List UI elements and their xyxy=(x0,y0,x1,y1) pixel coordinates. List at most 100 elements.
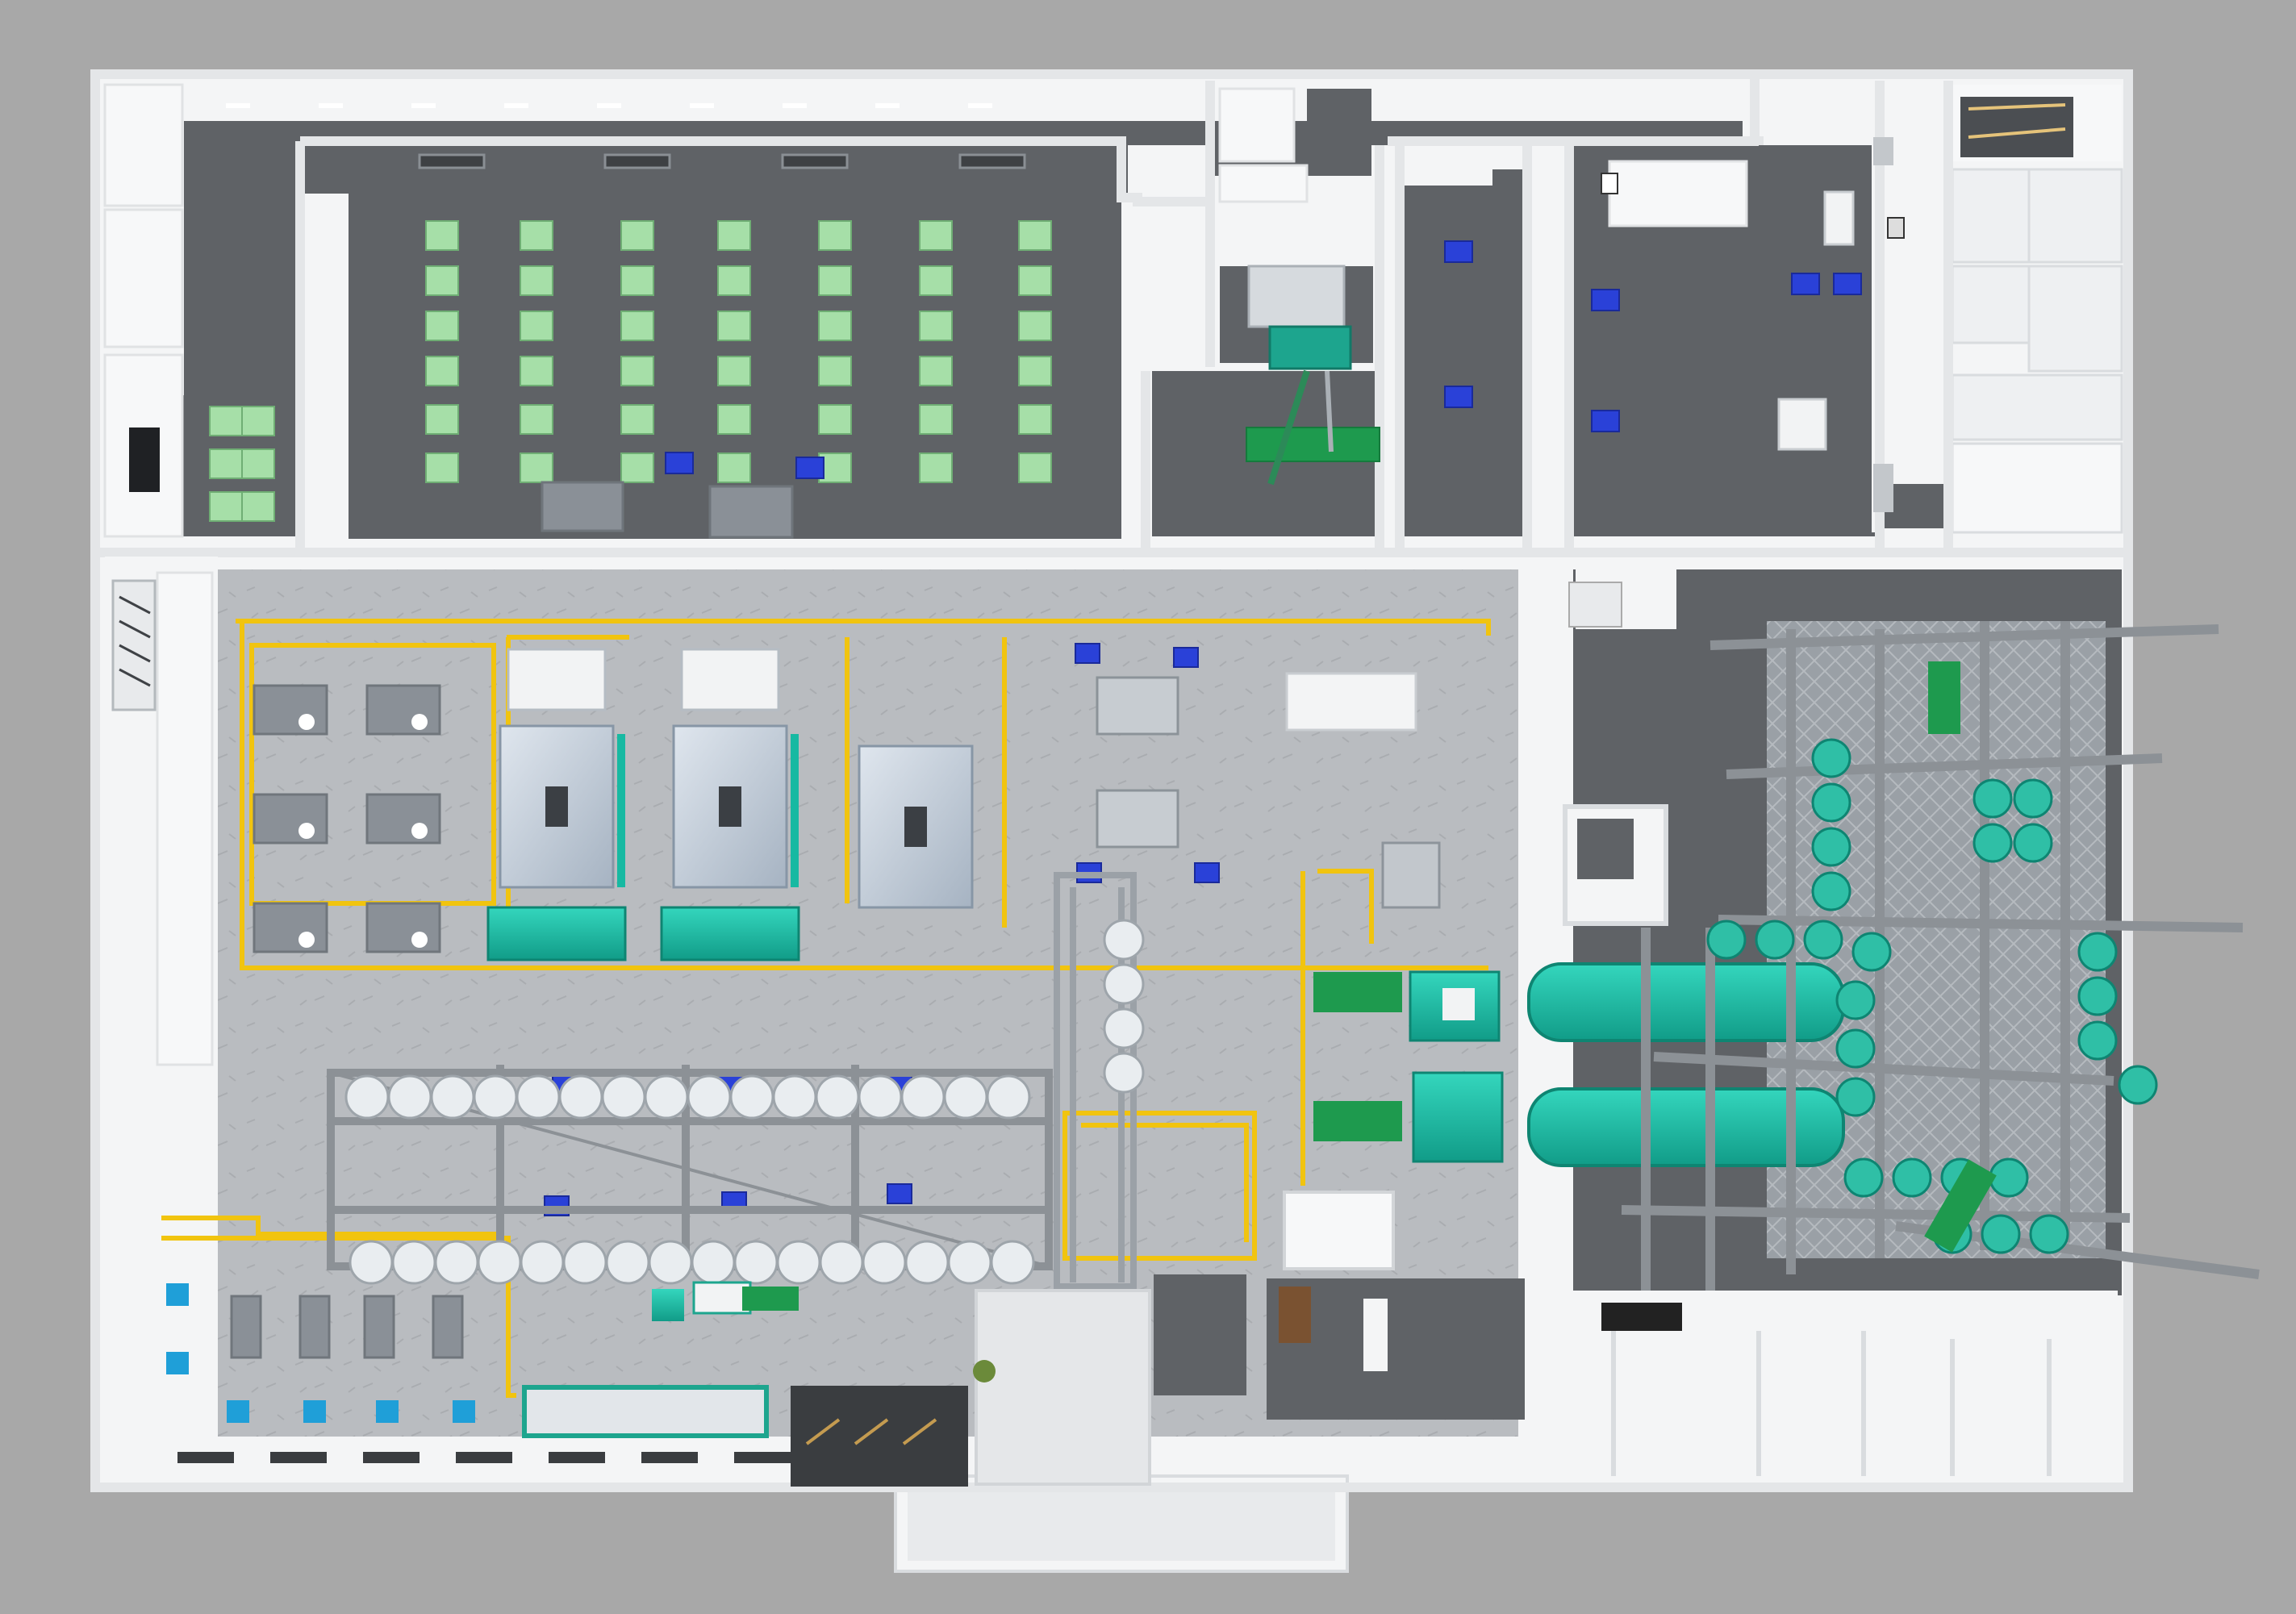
tank-icon xyxy=(729,1074,774,1120)
light-icon xyxy=(298,932,315,948)
tank-icon xyxy=(904,1240,950,1285)
crate-icon xyxy=(425,453,459,483)
crate-icon xyxy=(241,406,275,436)
sorter-vent xyxy=(904,807,927,847)
crate-icon xyxy=(818,265,852,296)
work-table xyxy=(1096,676,1179,736)
optical-sorters xyxy=(486,648,1417,961)
crate-icon xyxy=(520,220,553,251)
work-table xyxy=(298,1295,331,1359)
office-left xyxy=(156,571,214,1066)
work-table xyxy=(253,793,328,845)
bin-icon xyxy=(1833,273,1862,295)
tank-icon xyxy=(349,1240,394,1285)
crate-icon xyxy=(919,356,953,386)
skylight xyxy=(603,153,671,169)
small-room-a xyxy=(1218,87,1296,163)
tank-icon xyxy=(819,1240,864,1285)
tank-icon xyxy=(601,1074,646,1120)
bin-icon xyxy=(1591,289,1620,311)
crate-icon xyxy=(919,453,953,483)
tank-icon xyxy=(2013,823,2053,863)
bin-icon xyxy=(1444,240,1473,263)
machine-lg xyxy=(1823,190,1855,246)
crate-icon xyxy=(1018,453,1052,483)
crate-icon xyxy=(818,311,852,341)
crate-icon xyxy=(1018,311,1052,341)
light-icon xyxy=(411,823,428,839)
tank-icon xyxy=(947,1240,992,1285)
crate-icon xyxy=(209,491,243,522)
tank-icon xyxy=(1981,1214,2021,1254)
packing-lines xyxy=(1313,841,1504,1163)
crate-icon xyxy=(620,311,654,341)
tank-icon xyxy=(1811,871,1851,911)
cold-box xyxy=(1283,1191,1395,1270)
tank-icon xyxy=(434,1240,479,1285)
tank-icon xyxy=(1835,1077,1876,1117)
left-windows xyxy=(113,1089,214,1432)
light-icon xyxy=(690,103,714,108)
crate-icon xyxy=(520,404,553,435)
lift-unit xyxy=(1247,265,1346,328)
tank-icon xyxy=(1851,932,1892,972)
corridor-room-3 xyxy=(1533,145,1565,536)
crate-icon xyxy=(209,448,243,479)
tank-icon xyxy=(1755,920,1795,960)
light-icon xyxy=(875,103,900,108)
sorter-vent xyxy=(545,786,568,827)
crate-icon xyxy=(919,265,953,296)
machine-icon xyxy=(791,734,799,887)
tank-icon xyxy=(2013,778,2053,819)
light-icon xyxy=(319,103,343,108)
tank-icon xyxy=(691,1240,736,1285)
bin-icon xyxy=(1444,386,1473,408)
teal-conveyor-right xyxy=(1928,661,1960,734)
window xyxy=(270,1452,327,1463)
corridor-room-2 xyxy=(1492,169,1525,536)
bin-icon xyxy=(887,1183,912,1204)
tank-icon xyxy=(1803,920,1843,960)
crate-icon xyxy=(1018,265,1052,296)
pallet-pad xyxy=(541,481,624,532)
crate-icon xyxy=(209,406,243,436)
small-room-b xyxy=(1218,164,1309,203)
light-icon xyxy=(411,714,428,730)
steel-structure xyxy=(1621,621,2260,1291)
tank-icon xyxy=(1843,1157,1884,1198)
work-table xyxy=(363,1295,395,1359)
crate-icon xyxy=(620,220,654,251)
crate-icon xyxy=(717,404,751,435)
light-icon xyxy=(783,103,807,108)
operator-station xyxy=(453,1400,475,1423)
right-room-4 xyxy=(2027,265,2123,373)
crate-icon xyxy=(241,491,275,522)
crate-icon xyxy=(520,356,553,386)
operator-station xyxy=(376,1400,399,1423)
bottom-room-dark-1 xyxy=(1154,1274,1246,1395)
tank-icon xyxy=(900,1074,946,1120)
crate-icon xyxy=(425,404,459,435)
window xyxy=(363,1452,420,1463)
tank-icon xyxy=(1972,823,2013,863)
machine-icon xyxy=(617,734,625,887)
right-room-6 xyxy=(1951,442,2123,534)
tank-icon xyxy=(990,1240,1035,1285)
tank-icon xyxy=(387,1074,432,1120)
tank-icon xyxy=(733,1240,779,1285)
crate-icon xyxy=(425,356,459,386)
tank-icon xyxy=(558,1074,603,1120)
tank-icon xyxy=(1103,919,1145,961)
tank-icon xyxy=(473,1074,518,1120)
light-icon xyxy=(298,714,315,730)
work-table xyxy=(230,1295,262,1359)
tank-icon xyxy=(2029,1214,2069,1254)
bottom-room-mid xyxy=(1388,1291,1517,1403)
machine-icon xyxy=(660,906,800,961)
bin-icon xyxy=(1591,410,1620,432)
light-icon xyxy=(226,103,250,108)
crate-icon xyxy=(919,404,953,435)
tank-icon xyxy=(1811,782,1851,823)
dryer-unit xyxy=(1285,672,1417,732)
tank-icon xyxy=(516,1074,561,1120)
